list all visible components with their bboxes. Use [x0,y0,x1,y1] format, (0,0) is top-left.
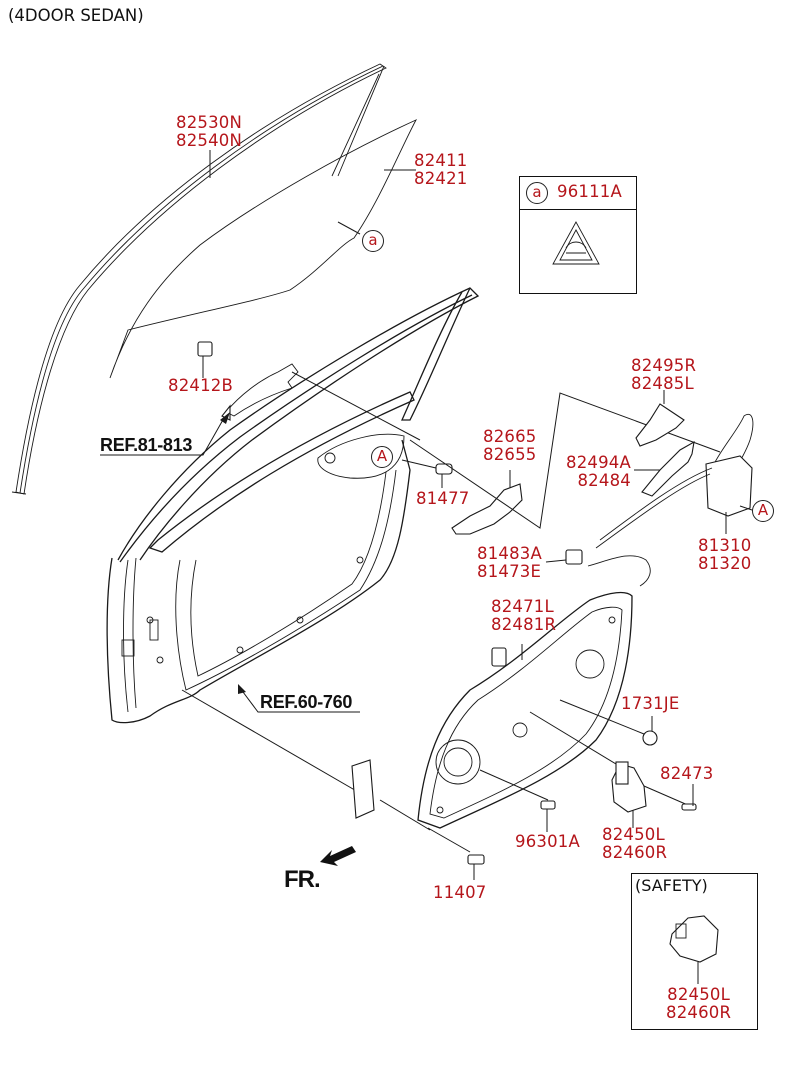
part-label-regulator-motor[interactable]: 82450L 82460R [602,826,667,862]
module-panel-drawing [351,591,645,853]
part-number[interactable]: 82421 [414,169,468,188]
front-direction-label: FR. [284,866,321,893]
part-label-speaker-screw[interactable]: 96301A [515,833,580,851]
cable-clip-drawing [545,549,651,587]
part-number[interactable]: 11407 [433,883,487,902]
part-number[interactable]: 1731JE [621,694,680,713]
ref-leaders [100,412,360,713]
callout-A-badge-left: A [371,446,393,468]
part-number[interactable]: 82655 [483,445,537,464]
part-label-handle-bracket[interactable]: 82495R 82485L [631,357,696,393]
part-number[interactable]: 82484 [577,471,631,490]
regulator-motor-drawing [611,761,697,828]
safety-motor-drawing [669,915,719,984]
part-label-glass-clip[interactable]: 82412B [168,377,233,395]
part-label-inside-handle[interactable]: 82665 82655 [483,428,537,464]
part-number[interactable]: 82411 [414,151,468,170]
part-label-bolt[interactable]: 11407 [433,884,487,902]
diagram-title: (4DOOR SEDAN) [8,6,144,25]
safety-box-title: (SAFETY) [635,876,708,895]
arrow-front-left-icon [320,846,356,866]
part-number[interactable]: 82540N [176,131,243,150]
safety-box: (SAFETY) 82450L 82460R [631,873,758,1030]
outside-handle-drawing [221,363,421,441]
part-number[interactable]: 82494A [566,453,631,472]
part-number[interactable]: 82412B [168,376,234,395]
part-number[interactable]: 82450L [667,985,731,1004]
part-number[interactable]: 82530N [176,113,243,132]
glass-clip-drawing [197,341,213,378]
part-label-plug[interactable]: 1731JE [621,695,679,713]
ref-label-60-760[interactable]: REF.60-760 [260,692,353,712]
part-number[interactable]: 82473 [660,764,714,783]
part-number[interactable]: 82471L [491,597,554,616]
part-number[interactable]: 82481R [491,615,557,634]
legend-part-number[interactable]: 96111A [557,182,622,201]
ref-label-81-813[interactable]: REF.81-813 [100,435,193,455]
callout-A-badge-right: A [752,500,774,522]
door-glass-drawing [109,119,418,379]
callout-a-badge: a [362,230,384,252]
part-number[interactable]: 82450L [602,825,665,844]
channel-molding-drawing [11,63,387,495]
part-label-module-panel[interactable]: 82471L 82481R [491,598,556,634]
latch-drawing [595,413,754,549]
inside-handle-drawing [409,392,721,535]
part-label-door-glass[interactable]: 82411 82421 [414,152,468,188]
part-number[interactable]: 81477 [416,489,470,508]
part-number[interactable]: 82665 [483,427,537,446]
part-label-latch[interactable]: 81310 81320 [698,537,752,573]
part-number[interactable]: 81320 [698,554,752,573]
part-number[interactable]: 82495R [631,356,697,375]
legend-box: a 96111A [519,176,637,294]
part-label-screw[interactable]: 82473 [660,765,714,783]
part-number[interactable]: 81483A [477,544,542,563]
warning-label-icon [552,221,600,265]
part-label-channel-molding[interactable]: 82530N 82540N [176,114,242,150]
handle-bracket-drawing [635,390,685,447]
part-number[interactable]: 82460R [666,1003,732,1022]
plug-drawing [642,716,658,746]
part-number[interactable]: 81473E [477,562,542,581]
part-label-handle-lever[interactable]: 82494A 82484 [566,454,631,490]
part-number[interactable]: 82485L [631,374,694,393]
legend-callout-badge: a [526,182,548,204]
part-number[interactable]: 82460R [602,843,668,862]
part-number[interactable]: 81310 [698,536,752,555]
part-label-striker-bolt[interactable]: 81477 [416,490,470,508]
bolt-drawing [467,854,485,880]
speaker-screw-drawing [540,800,556,832]
part-number[interactable]: 96301A [515,832,580,851]
part-label-cable-clip[interactable]: 81483A 81473E [477,545,542,581]
striker-bolt-drawing [401,459,453,488]
door-frame-drawing [106,287,480,801]
safety-part-label[interactable]: 82450L 82460R [666,986,731,1022]
handle-lever-drawing [634,440,695,497]
legend-divider [520,209,636,210]
